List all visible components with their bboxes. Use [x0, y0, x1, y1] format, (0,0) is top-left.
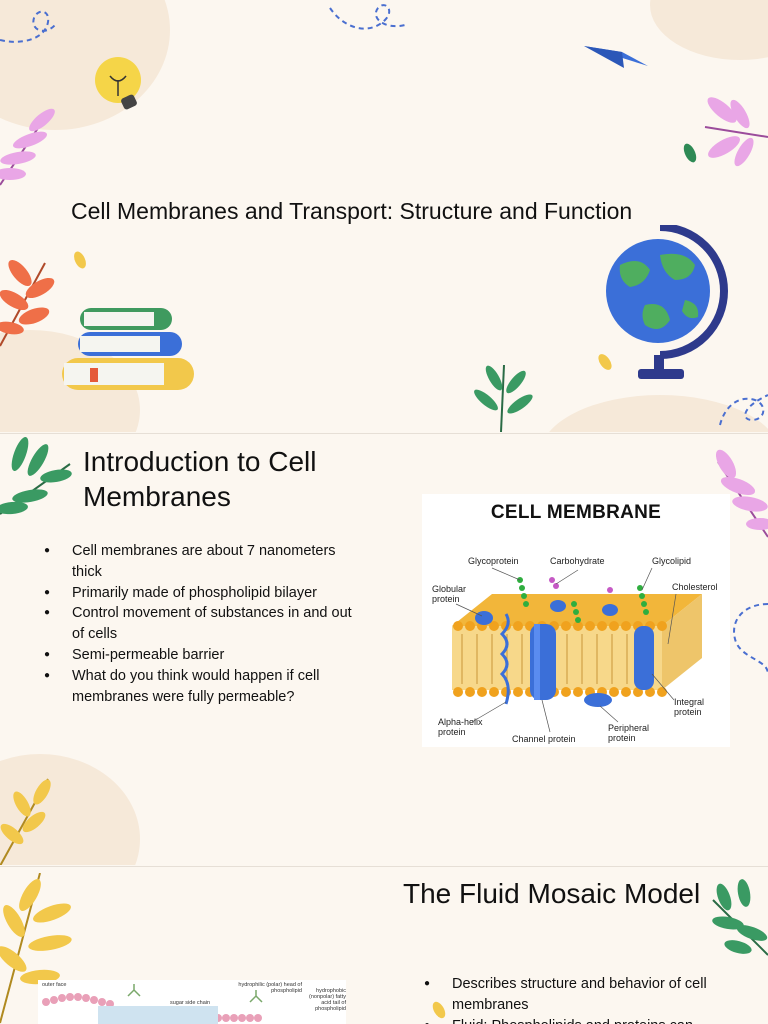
bullet-list: Cell membranes are about 7 nanometers th… [40, 541, 360, 707]
pink-leaf-decoration [715, 449, 768, 538]
books-stack-icon [62, 308, 194, 390]
label-hydrophobic-tail: hydrophobic (nonpolar) fatty acid tail o… [309, 988, 346, 1012]
slide-title: The Fluid Mosaic Model [403, 878, 701, 909]
label-channel-protein: Channel protein [512, 734, 576, 744]
slide-title: Cell Membranes and Transport: Structure … [71, 198, 633, 224]
diagram-title: CELL MEMBRANE [490, 502, 662, 523]
small-leaf-decoration [598, 354, 612, 370]
label-peripheral-protein: Peripheral protein [608, 723, 650, 743]
label-carbohydrate: Carbohydrate [550, 556, 605, 566]
fluid-mosaic-illustration [42, 984, 263, 1024]
slide-title: Introduction to Cell Membranes [83, 446, 317, 512]
cell-membrane-diagram: CELL MEMBRANE [422, 494, 730, 747]
list-item: Primarily made of phospholipid bilayer [40, 583, 360, 604]
label-globular-protein: Globular protein [432, 584, 467, 604]
globe-icon [606, 225, 728, 379]
label-sugar-side-chain: sugar side chain [170, 1000, 211, 1006]
label-hydrophilic-head: hydrophilic (polar) head of phospholipid [238, 982, 302, 994]
pink-leaf-decoration [0, 108, 55, 186]
label-glycolipid: Glycolipid [652, 556, 692, 566]
list-item: Control movement of substances in and ou… [40, 603, 360, 645]
bullet-list: Describes structure and behavior of cell… [420, 974, 740, 1024]
lightbulb-icon [95, 57, 141, 110]
label-integral-protein: Integral protein [674, 697, 705, 717]
list-item: Fluid: Phospholipids and proteins can [420, 1016, 740, 1024]
label-alpha-helix-protein: Alpha-helix protein [438, 717, 483, 737]
green-leaf-decoration [474, 364, 533, 432]
membrane-illustration [452, 567, 702, 733]
label-cholesterol: Cholesterol [672, 582, 718, 592]
orange-leaf-decoration [0, 259, 55, 347]
small-leaf-decoration [683, 143, 697, 163]
label-outer-face: outer face [42, 982, 67, 988]
paper-plane-icon [584, 46, 648, 68]
list-item: What do you think would happen if cell m… [40, 666, 360, 708]
green-leaf-decoration [0, 436, 72, 515]
label-glycoprotein: Glycoprotein [468, 556, 519, 566]
dashed-swirl-decoration [0, 4, 768, 426]
pink-leaf-decoration [704, 97, 768, 167]
dashed-swirl-decoration [733, 603, 768, 675]
list-item: Cell membranes are about 7 nanometers th… [40, 541, 360, 583]
title-slide: Cell Membranes and Transport: Structure … [0, 0, 768, 432]
small-leaf-decoration [74, 251, 86, 269]
list-item: Semi-permeable barrier [40, 645, 360, 666]
list-item: Describes structure and behavior of cell… [420, 974, 740, 1016]
green-leaf-decoration [712, 879, 768, 956]
fluid-mosaic-slide [0, 866, 768, 1024]
fluid-mosaic-diagram: outer face sugar side chain hydrophilic … [38, 980, 346, 1024]
yellow-leaf-decoration [0, 778, 51, 865]
